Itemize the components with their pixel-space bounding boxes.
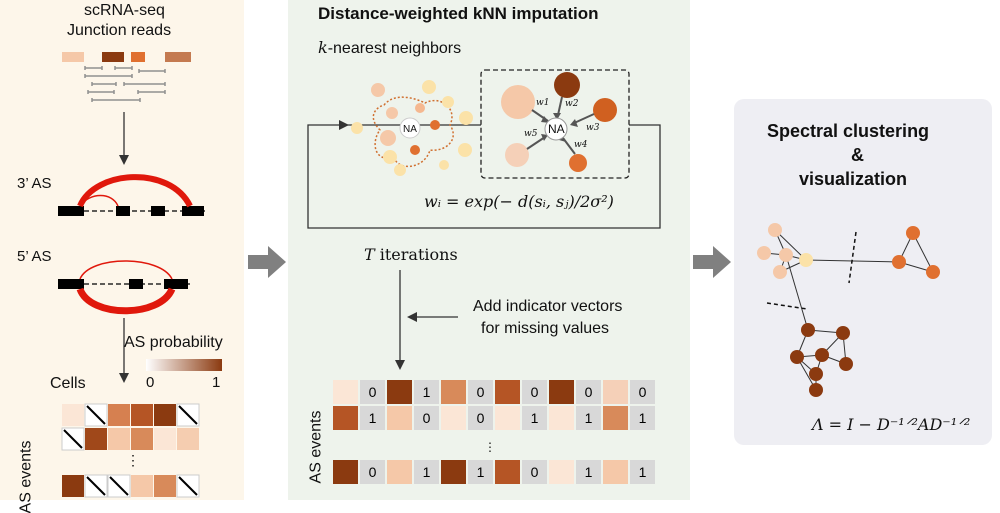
knn-point-cloud: [351, 80, 473, 176]
knn-k-symbol: k: [318, 38, 328, 57]
exon-1: [62, 52, 84, 62]
exon-2: [102, 52, 124, 62]
left-title-line1: scRNA-seq: [84, 2, 165, 19]
matrix-cell: 1: [576, 460, 601, 484]
knn-diagram: [307, 69, 731, 370]
matrix-cell: 1: [630, 460, 655, 484]
right-title-line1: Spectral clustering: [767, 121, 930, 141]
matrix-cell: [387, 406, 412, 430]
junction-reads: [84, 66, 166, 102]
junction-reads-diagram: [58, 52, 286, 498]
matrix-cell: [549, 406, 574, 430]
laplacian-formula: Λ = I − D⁻¹ᐟ²AD⁻¹ᐟ²: [812, 415, 971, 434]
matrix-cell: [441, 460, 466, 484]
scale-min-label: 0: [146, 374, 155, 391]
weight-w2: w2: [565, 99, 579, 109]
matrix-cell: [387, 460, 412, 484]
matrix-cell: 0: [576, 380, 601, 404]
matrix-cell: [495, 460, 520, 484]
matrix-cell: 0: [522, 380, 547, 404]
mid-ellipsis: ⋮: [484, 440, 496, 454]
matrix-cell: [495, 380, 520, 404]
as-probability-label: AS probability: [124, 334, 223, 351]
cluster-nodes: [757, 223, 940, 397]
knn-title: Distance-weighted kNN imputation: [318, 4, 599, 23]
weight-w1: w1: [536, 98, 550, 108]
matrix-cell: [333, 380, 358, 404]
exon-4: [165, 52, 191, 62]
weight-w4: w4: [574, 140, 588, 150]
matrix-cell: [603, 460, 628, 484]
matrix-cell: 0: [360, 380, 385, 404]
five-prime-as-diagram: [58, 260, 190, 315]
matrix-cell: [387, 380, 412, 404]
iterations-label: T iterations: [364, 245, 458, 264]
left-ellipsis: ⋮: [126, 452, 140, 468]
matrix-cell: 0: [414, 406, 439, 430]
three-prime-as-diagram: [58, 174, 205, 216]
matrix-cell: [333, 460, 358, 484]
knn-subtitle: k-nearest neighbors: [318, 38, 461, 58]
right-title-line2: &: [851, 145, 864, 165]
exon-3: [131, 52, 145, 62]
na-label-box: NA: [548, 122, 565, 136]
probability-color-scale: [146, 359, 222, 371]
matrix-cell: 0: [468, 406, 493, 430]
matrix-cell: 1: [414, 380, 439, 404]
matrix-cell: 1: [468, 460, 493, 484]
indicator-line2: for missing values: [481, 320, 610, 337]
knn-subtitle-rest: -nearest neighbors: [327, 40, 462, 57]
matrix-cell: 1: [414, 460, 439, 484]
right-title-line3: visualization: [799, 169, 908, 189]
scale-max-label: 1: [212, 374, 221, 391]
matrix-cell: 1: [630, 406, 655, 430]
matrix-cell: 0: [360, 460, 385, 484]
weight-w3: w3: [586, 123, 600, 133]
weight-w5: w5: [524, 129, 538, 139]
matrix-cell: 0: [522, 460, 547, 484]
na-label-cloud: NA: [403, 124, 417, 135]
matrix-cell: 0: [630, 380, 655, 404]
matrix-cell: [549, 460, 574, 484]
weighted-neighbors: [501, 72, 617, 172]
iterations-t-symbol: T: [364, 245, 375, 264]
matrix-cell: [603, 406, 628, 430]
matrix-cell: [441, 380, 466, 404]
label-5prime-as: 5’ AS: [17, 248, 52, 265]
matrix-cell: [333, 406, 358, 430]
label-3prime-as: 3’ AS: [17, 175, 52, 192]
arrow-middle-to-right: [693, 246, 731, 278]
indicator-line1: Add indicator vectors: [473, 298, 623, 315]
weight-formula: wᵢ = exp(− d(sᵢ, sⱼ)/2σ²): [424, 192, 614, 211]
matrix-cell: 1: [522, 406, 547, 430]
matrix-cell: [549, 380, 574, 404]
matrix-cell: 1: [360, 406, 385, 430]
left-title-line2: Junction reads: [67, 22, 172, 39]
matrix-cell: [441, 406, 466, 430]
cluster-graph: [757, 223, 940, 397]
iterations-rest: iterations: [374, 245, 458, 264]
matrix-cell: [495, 406, 520, 430]
matrix-cell: 1: [576, 406, 601, 430]
cells-label: Cells: [50, 375, 86, 392]
left-probability-matrix: [61, 403, 200, 498]
matrix-cell: [603, 380, 628, 404]
arrow-left-to-middle: [248, 246, 286, 278]
matrix-cell: 0: [468, 380, 493, 404]
